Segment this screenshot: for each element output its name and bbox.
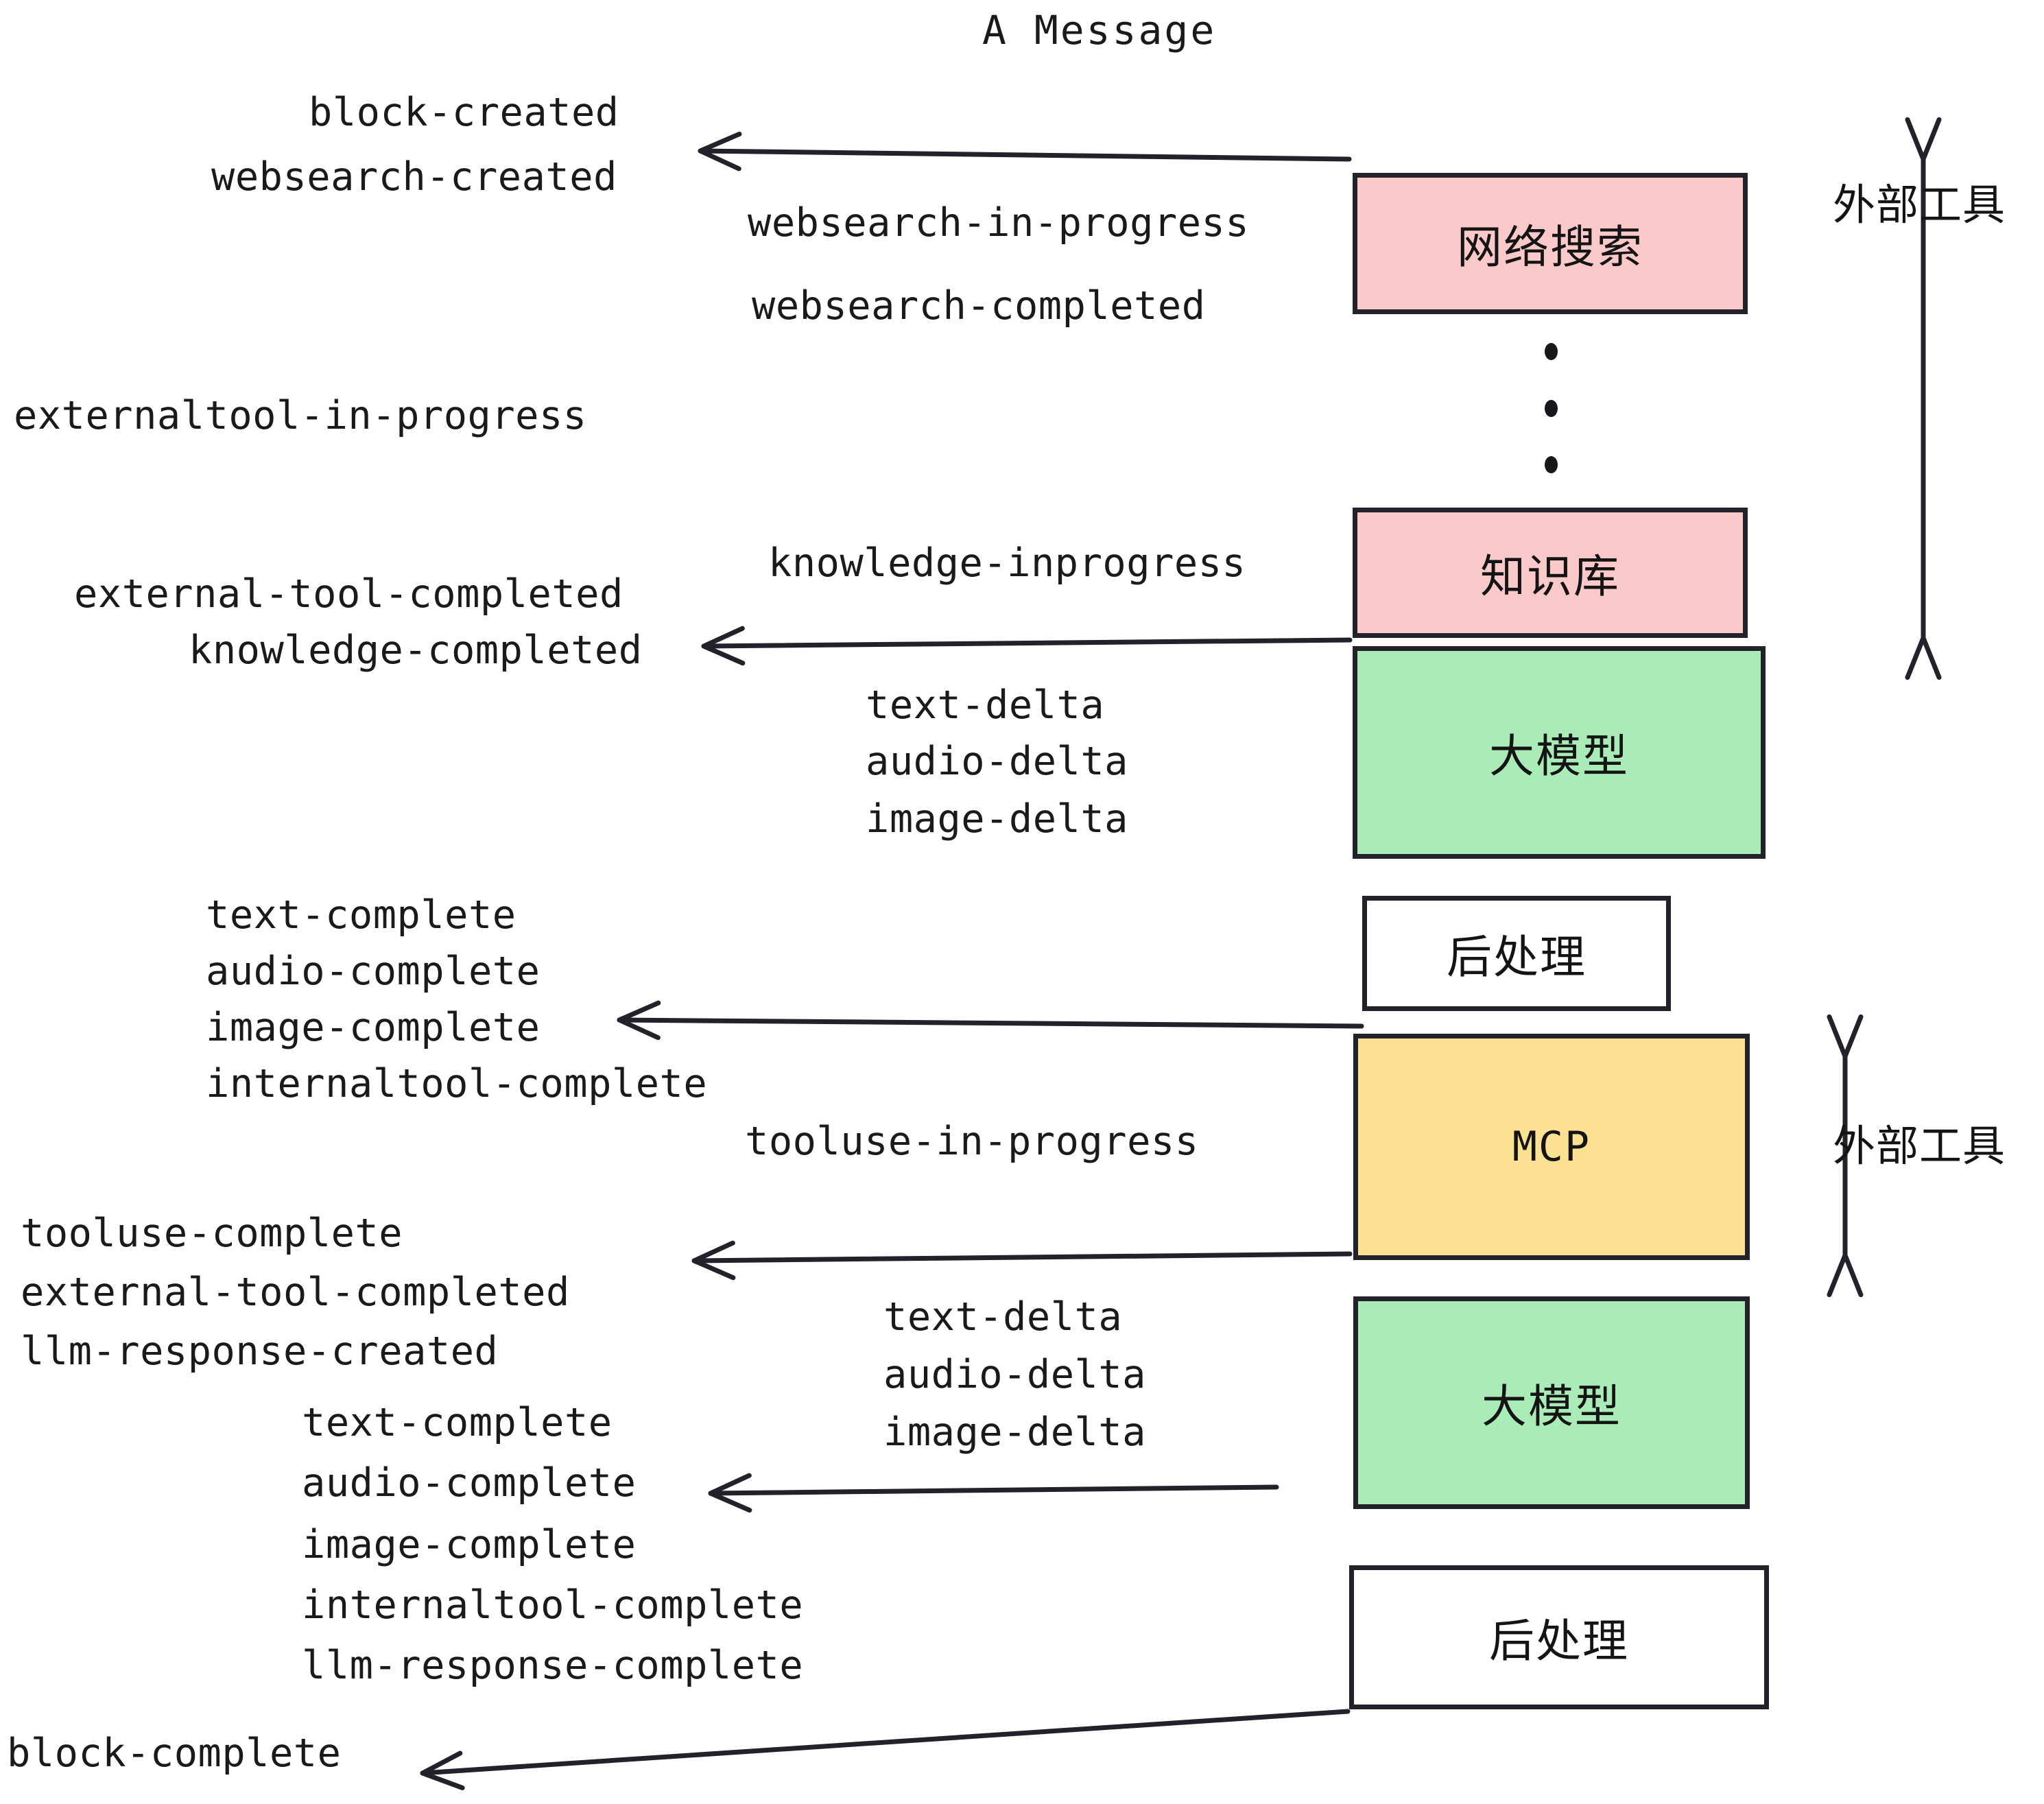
- ellipsis-dot: [1545, 343, 1558, 360]
- box-label: 知识库: [1480, 550, 1620, 603]
- box-label: 后处理: [1489, 1615, 1629, 1667]
- event-label-image-complete-2: image-complete: [302, 1522, 637, 1567]
- event-label-internaltool-complete-1: internaltool-complete: [206, 1061, 708, 1106]
- event-label-tooluse-in-progress: tooluse-in-progress: [745, 1119, 1199, 1164]
- diagram-title: A Message: [982, 7, 1217, 54]
- event-label-external-tool-completed-1: external-tool-completed: [74, 571, 623, 617]
- event-label-image-delta-1: image-delta: [866, 796, 1128, 842]
- event-label-text-complete-2: text-complete: [302, 1400, 613, 1445]
- arrow-mcp-out: [691, 1240, 1353, 1281]
- event-label-text-delta-2: text-delta: [883, 1294, 1123, 1340]
- box-websearch: 网络搜索: [1353, 173, 1748, 314]
- event-label-internaltool-complete-2: internaltool-complete: [302, 1582, 804, 1628]
- event-label-websearch-completed: websearch-completed: [752, 283, 1206, 329]
- arrow-websearch-out: [698, 131, 1352, 171]
- box-knowledge: 知识库: [1353, 508, 1748, 638]
- arrow-postprocess-out: [617, 1000, 1364, 1041]
- event-label-llm-response-created: llm-response-created: [21, 1329, 499, 1374]
- box-label: 网络搜索: [1457, 221, 1643, 274]
- event-label-knowledge-completed: knowledge-completed: [189, 628, 643, 673]
- box-llm-bottom: 大模型: [1353, 1296, 1750, 1509]
- event-label-external-tool-completed-2: external-tool-completed: [21, 1270, 570, 1315]
- box-label: 大模型: [1482, 1380, 1621, 1433]
- event-label-tooluse-complete: tooluse-complete: [21, 1211, 403, 1256]
- box-llm-top: 大模型: [1353, 646, 1766, 859]
- side-label-external-tools-bottom: 外部工具: [1833, 1121, 2006, 1171]
- ellipsis-dot: [1545, 456, 1558, 473]
- box-mcp: MCP: [1353, 1034, 1750, 1260]
- event-label-image-delta-2: image-delta: [883, 1410, 1146, 1455]
- event-label-llm-response-complete: llm-response-complete: [302, 1643, 804, 1688]
- arrow-knowledge-out: [701, 626, 1353, 666]
- event-label-audio-delta-1: audio-delta: [866, 739, 1128, 784]
- event-label-externaltool-in-progress: externaltool-in-progress: [14, 393, 587, 438]
- box-label: 大模型: [1489, 730, 1629, 783]
- event-label-image-complete-1: image-complete: [206, 1005, 540, 1050]
- event-label-audio-complete-1: audio-complete: [206, 949, 540, 994]
- side-label-external-tools-top: 外部工具: [1833, 180, 2006, 230]
- event-label-websearch-in-progress: websearch-in-progress: [748, 200, 1250, 246]
- event-label-block-complete: block-complete: [7, 1731, 342, 1776]
- event-label-text-complete-1: text-complete: [206, 892, 516, 938]
- event-label-knowledge-inprogress: knowledge-inprogress: [768, 541, 1246, 586]
- event-label-text-delta-1: text-delta: [866, 683, 1105, 728]
- box-label: 后处理: [1447, 931, 1587, 984]
- event-label-audio-delta-2: audio-delta: [883, 1352, 1146, 1397]
- event-label-websearch-created: websearch-created: [211, 154, 617, 200]
- event-label-block-created: block-created: [309, 90, 619, 135]
- box-postprocess-top: 后处理: [1362, 896, 1671, 1011]
- arrow-block-complete: [420, 1709, 1351, 1790]
- box-label: MCP: [1512, 1123, 1591, 1171]
- box-postprocess-bottom: 后处理: [1349, 1565, 1769, 1709]
- ellipsis-dot: [1545, 399, 1558, 417]
- vertical-ellipsis-icon: [1545, 343, 1558, 473]
- event-label-audio-complete-2: audio-complete: [302, 1460, 637, 1506]
- arrow-llm-bottom-out: [708, 1473, 1279, 1513]
